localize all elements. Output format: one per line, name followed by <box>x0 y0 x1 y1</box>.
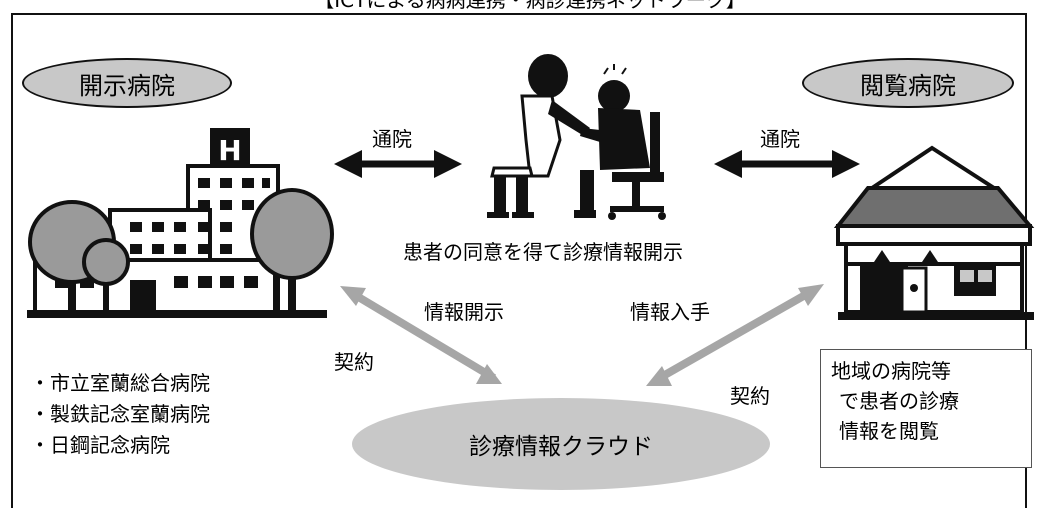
diagram-title: 【ICTによる病病連携・病診連携ネットワーク】 <box>230 0 830 13</box>
svg-text:H: H <box>218 134 241 167</box>
viewing-note-box: 地域の病院等 で患者の診療 情報を閲覧 <box>820 349 1032 468</box>
disclosing-hospital-label: 開示病院 <box>79 71 175 100</box>
medical-info-cloud: 診療情報クラウド <box>352 398 770 490</box>
visit-label-left: 通院 <box>372 127 412 151</box>
consent-disclosure-label: 患者の同意を得て診療情報開示 <box>403 240 683 264</box>
visit-label-right: 通院 <box>760 127 800 151</box>
hospital-building-icon: H <box>27 128 334 318</box>
list-item: ・日鋼記念病院 <box>30 433 170 457</box>
contract-arrow-right <box>646 284 824 386</box>
cloud-label: 診療情報クラウド <box>469 434 653 460</box>
diagram-frame <box>11 13 1027 508</box>
viewing-note-line: 情報を閲覧 <box>839 419 939 443</box>
doctor-patient-icon <box>487 54 666 220</box>
viewing-note-line: で患者の診療 <box>839 389 959 413</box>
viewing-hospital-label: 閲覧病院 <box>860 71 956 100</box>
disclosing-hospital-list: ・市立室蘭総合病院 ・製鉄記念室蘭病院 ・日鋼記念病院 <box>30 368 210 461</box>
list-item: ・市立室蘭総合病院 <box>30 371 210 395</box>
clinic-building-icon <box>833 145 1035 320</box>
contract-arrow-left <box>340 286 502 384</box>
contract-label-left: 契約 <box>334 350 374 374</box>
info-acquisition-label: 情報入手 <box>630 300 710 324</box>
viewing-note-line: 地域の病院等 <box>831 359 951 383</box>
info-disclosure-label: 情報開示 <box>424 300 504 324</box>
viewing-hospital-oval: 閲覧病院 <box>802 58 1014 108</box>
disclosing-hospital-oval: 開示病院 <box>22 58 232 108</box>
contract-label-right: 契約 <box>730 384 770 408</box>
list-item: ・製鉄記念室蘭病院 <box>30 402 210 426</box>
